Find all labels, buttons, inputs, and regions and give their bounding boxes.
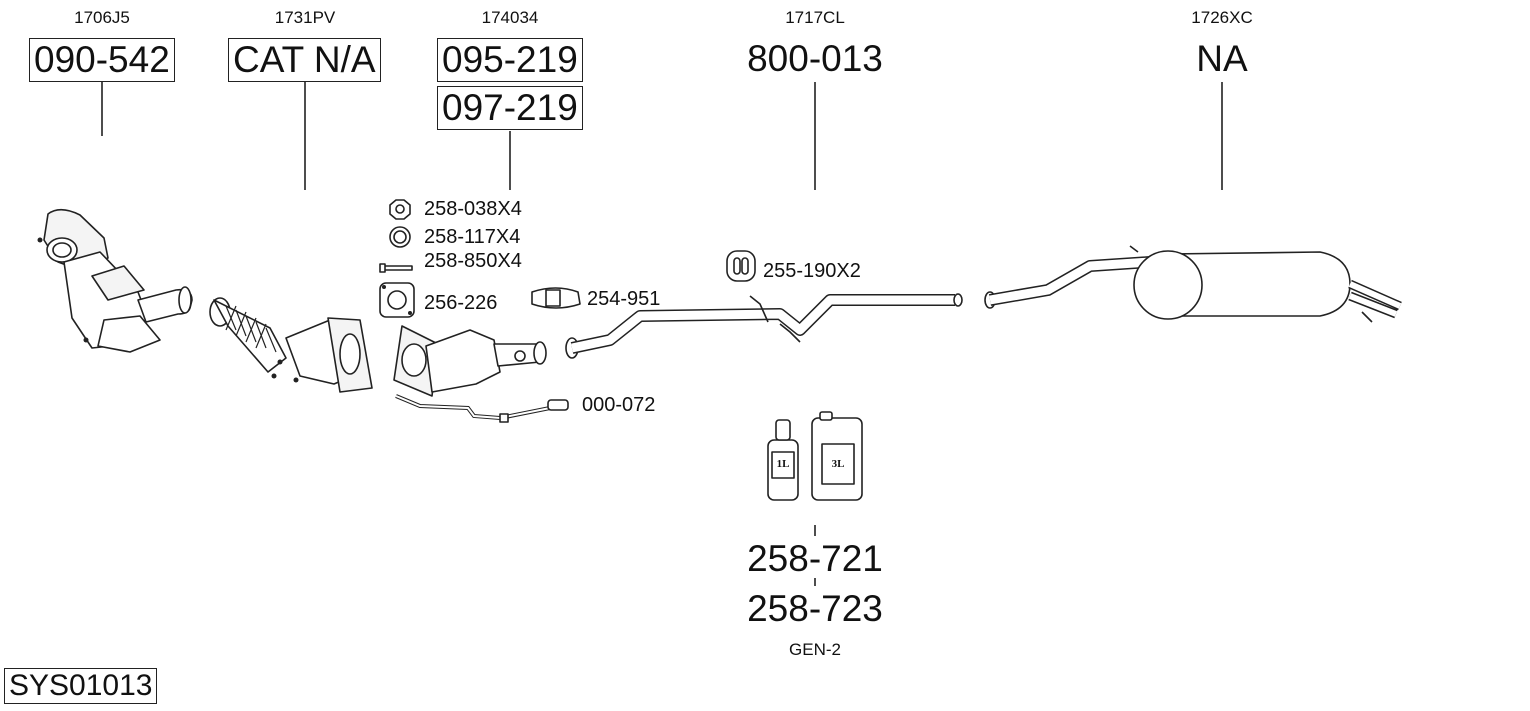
oem-code-5: 1726XC — [1191, 8, 1253, 27]
intermediate-pipe-drawing — [565, 293, 963, 359]
part-number-box[interactable]: 097-219 — [437, 86, 583, 130]
gasket-icon — [379, 282, 415, 318]
paste-code[interactable]: 258-721 — [747, 538, 883, 579]
accessory-label[interactable]: 258-117X4 — [424, 226, 521, 248]
accessory-label[interactable]: 254-951 — [587, 288, 661, 310]
oem-code-1: 1706J5 — [74, 8, 130, 27]
part-number[interactable]: 800-013 — [747, 38, 883, 79]
part-number-box[interactable]: 090-542 — [29, 38, 175, 82]
nut-icon — [389, 199, 411, 220]
ring-icon — [389, 226, 411, 248]
part-number-box[interactable]: CAT N/A — [228, 38, 381, 82]
oem-code-2: 1731PV — [274, 8, 336, 27]
can-volume-label: 3L — [831, 458, 845, 470]
rubber-mount-icon — [726, 250, 756, 282]
oem-code-3: 174034 — [481, 8, 539, 27]
paste-can-icon — [811, 411, 863, 501]
flex-catalyst-drawing — [209, 297, 373, 393]
sensor-icon — [395, 394, 569, 423]
clamp-icon — [531, 287, 581, 309]
accessory-label[interactable]: 256-226 — [424, 292, 498, 314]
accessory-label[interactable]: 258-038X4 — [424, 198, 522, 220]
paste-generation: GEN-2 — [789, 640, 841, 659]
manifold-catalyst-drawing — [37, 208, 193, 353]
system-code: SYS01013 — [4, 668, 158, 704]
particulate-filter-drawing — [393, 325, 547, 397]
accessory-label[interactable]: 000-072 — [582, 394, 656, 416]
bottle-volume-label: 1L — [776, 458, 790, 470]
bolt-icon — [379, 263, 413, 273]
part-number: NA — [1196, 38, 1248, 79]
accessory-label[interactable]: 258-850X4 — [424, 250, 522, 272]
paste-bottle-icon — [767, 419, 799, 501]
oem-code-4: 1717CL — [785, 8, 845, 27]
part-number-box[interactable]: 095-219 — [437, 38, 583, 82]
accessory-label[interactable]: 255-190X2 — [763, 260, 861, 282]
rear-silencer-drawing — [984, 245, 1402, 323]
paste-code[interactable]: 258-723 — [747, 588, 883, 629]
